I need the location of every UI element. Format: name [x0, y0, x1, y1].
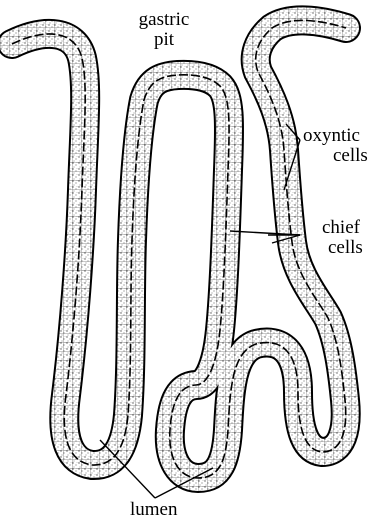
label-oxyntic-cells-line2: cells [303, 146, 368, 166]
label-chief-cells-line1: chief [322, 218, 363, 238]
label-chief-cells: chief cells [322, 218, 363, 258]
label-gastric-pit-line2: pit [119, 30, 209, 50]
label-gastric-pit-line1: gastric [119, 10, 209, 30]
gland-tube [12, 20, 346, 478]
label-chief-cells-line2: cells [322, 238, 363, 258]
label-lumen: lumen [130, 500, 178, 520]
label-oxyntic-cells-line1: oxyntic [303, 126, 368, 146]
label-gastric-pit: gastric pit [119, 10, 209, 50]
label-oxyntic-cells: oxyntic cells [303, 126, 368, 166]
